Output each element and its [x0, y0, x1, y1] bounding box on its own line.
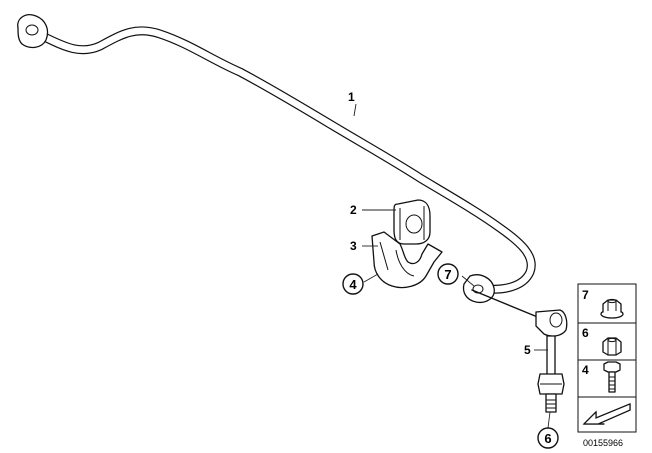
flange-nut-icon — [600, 298, 624, 319]
callout-6: 6 — [544, 431, 551, 446]
legend-panel: 7 6 4 — [577, 283, 637, 433]
hex-nut-icon — [602, 337, 622, 356]
callout-4-circle: 4 — [342, 273, 364, 295]
callout-6-circle: 6 — [537, 427, 559, 449]
legend-number-7: 7 — [582, 288, 589, 302]
callout-2: 2 — [350, 203, 357, 217]
bracket — [371, 231, 443, 289]
connecting-link — [471, 289, 568, 413]
bolt-icon — [603, 361, 621, 393]
callout-7: 7 — [444, 267, 451, 282]
callout-3: 3 — [350, 239, 357, 253]
legend-number-6: 6 — [582, 326, 589, 340]
callout-5: 5 — [524, 343, 531, 357]
legend-number-4: 4 — [582, 363, 589, 377]
rubber-mounting — [393, 199, 431, 245]
direction-arrow-icon — [582, 403, 631, 425]
callout-7-circle: 7 — [437, 263, 459, 285]
callout-4: 4 — [349, 277, 357, 292]
bar-right-end — [462, 274, 495, 304]
diagram-code: 00155966 — [583, 438, 623, 448]
callout-1: 1 — [348, 90, 355, 104]
stabilizer-bar — [17, 14, 536, 304]
leader-lines — [353, 103, 551, 429]
bar-eye-end — [17, 14, 49, 49]
